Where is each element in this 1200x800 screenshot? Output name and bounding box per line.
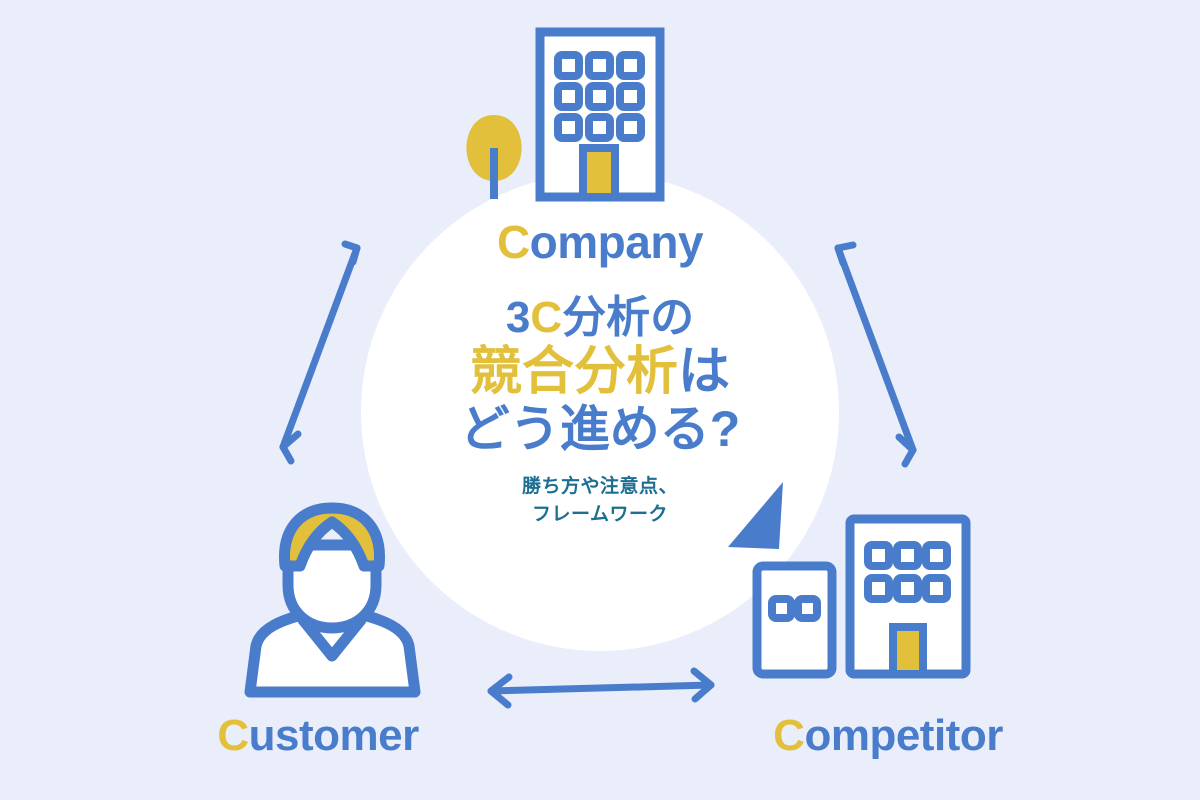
cursor-arrow-icon [728, 482, 783, 549]
arrow-company-competitor [834, 241, 917, 468]
company-label-rest: ompany [529, 216, 704, 268]
tree-icon [466, 115, 522, 199]
arrow-customer-competitor [487, 667, 715, 709]
arrow-customer-company [279, 240, 361, 465]
subtitle-line-2: フレームワーク [532, 504, 668, 526]
node-label-competitor: Competitor [578, 714, 1198, 758]
node-label-company: Company [0, 219, 1200, 265]
headline-subtitle: 勝ち方や注意点、 フレームワーク [380, 473, 820, 530]
headline-c: C [530, 293, 563, 342]
competitor-large-building [845, 514, 971, 679]
headline-line-2: 競合分析は [380, 345, 820, 399]
company-building-door [579, 144, 619, 201]
customer-label-cap: C [217, 711, 249, 760]
headline-kyogo-bunseki: 競合分析 [469, 342, 678, 401]
headline-3: 3 [505, 293, 531, 342]
competitor-buildings-icon [752, 514, 971, 679]
competitor-label-rest: ompetitor [804, 711, 1003, 760]
company-building-icon [466, 27, 665, 202]
company-label-cap: C [496, 216, 530, 268]
headline-line-1: 3C分析の [380, 295, 820, 341]
headline-wa: は [678, 342, 731, 401]
subtitle-line-1: 勝ち方や注意点、 [521, 475, 678, 497]
competitor-small-building [752, 561, 837, 679]
competitor-building-door [889, 623, 927, 678]
customer-person-icon [244, 502, 421, 698]
customer-head [282, 539, 382, 634]
competitor-label-cap: C [773, 711, 805, 760]
company-building-windows [554, 51, 645, 142]
customer-label-rest: ustomer [248, 711, 420, 760]
headline-bunseki-no: 分析の [562, 293, 695, 342]
headline-line-3: どう進める? [459, 400, 741, 457]
center-headline-block: 3C分析の 競合分析は どう進める? 勝ち方や注意点、 フレームワーク [380, 295, 820, 530]
customer-hair [279, 502, 385, 572]
node-label-customer: Customer [0, 714, 636, 758]
